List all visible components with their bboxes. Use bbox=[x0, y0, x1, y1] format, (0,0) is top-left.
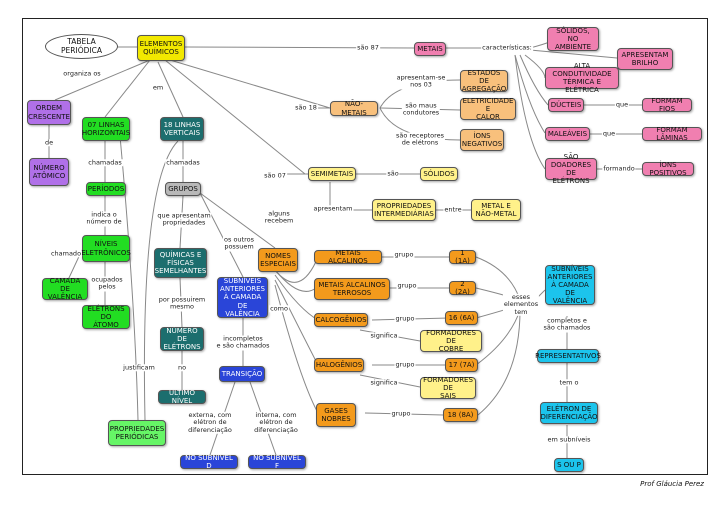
label-caracteristicas: características: bbox=[481, 43, 533, 52]
node-ordem-crescente: ORDEM CRESCENTE bbox=[27, 100, 71, 125]
node-formadores-sais: FORMADORES DE SAIS bbox=[420, 376, 476, 400]
label-em-subniveis: em subníveis bbox=[546, 435, 592, 444]
label-incompletos: incompletos e são chamados bbox=[215, 334, 271, 351]
label-receptores: são receptores de elétrons bbox=[394, 131, 446, 148]
label-apresentam: apresentam bbox=[312, 204, 354, 213]
label-indica: indica o número de bbox=[85, 210, 123, 227]
label-entre: entre bbox=[443, 205, 463, 214]
label-como: como bbox=[269, 304, 289, 313]
node-ions-positivos: ÍONS POSITIVOS bbox=[642, 161, 694, 177]
label-alguns: alguns recebem bbox=[263, 209, 295, 226]
node-subnivel-f: NO SUBNÍVEL F bbox=[248, 454, 306, 470]
node-grupo-1: 1 (1A) bbox=[449, 249, 476, 265]
node-grupo-16: 16 (6A) bbox=[445, 311, 478, 325]
node-metais: METAIS bbox=[414, 42, 446, 56]
node-maleaveis: MALEÁVEIS bbox=[545, 127, 590, 141]
node-representativos: REPRESENTATIVOS bbox=[535, 349, 601, 363]
label-interna: interna, com elétron de diferenciação bbox=[253, 410, 299, 435]
label-por-possuirem: por possuirem mesmo bbox=[157, 295, 207, 312]
label-os-outros: os outros possuem bbox=[223, 235, 255, 252]
node-elementos-quimicos: ELEMENTOS QUÍMICOS bbox=[137, 35, 185, 61]
label-formando: formando bbox=[602, 164, 636, 173]
label-grupo-4: grupo bbox=[394, 360, 416, 369]
label-sao: são bbox=[386, 169, 400, 178]
node-eletricidade-calor: ELETRICIDADE E CALOR bbox=[460, 97, 516, 121]
node-nomes-especiais: NOMES ESPECIAIS bbox=[258, 248, 298, 272]
label-que-apresentam: que apresentam propriedades bbox=[156, 211, 212, 228]
node-grupos: GRUPOS bbox=[165, 182, 201, 196]
node-apresentam-brilho: APRESENTAM BRILHO bbox=[617, 48, 673, 70]
node-formam-laminas: FORMAM LÂMINAS bbox=[642, 126, 702, 142]
node-solidos-semimetais: SÓLIDOS bbox=[420, 167, 458, 181]
node-ducteis: DÚCTEIS bbox=[548, 98, 584, 112]
node-estados-agregacao: ESTADOS DE AGREGAÇÃO bbox=[460, 68, 508, 94]
node-s-ou-p: S OU P bbox=[554, 458, 584, 472]
label-maus-condutores: são maus condutores bbox=[401, 101, 441, 118]
node-eletrons-atomo: ELÉTRONS DO ÁTOMO bbox=[82, 305, 130, 329]
label-em: em bbox=[151, 83, 165, 92]
label-apresentam-se: apresentam-se nos 03 bbox=[395, 73, 447, 90]
node-tabela-periodica: TABELA PERIÓDICA bbox=[45, 34, 118, 59]
label-grupo-5: grupo bbox=[390, 409, 412, 418]
node-numero-eletrons: NÚMERO DE ELÉTRONS bbox=[160, 327, 204, 351]
node-transicao: TRANSIÇÃO bbox=[219, 366, 265, 382]
node-periodos: PERÍODOS bbox=[86, 182, 126, 196]
node-niveis-eletronicos: NÍVEIS ELETRÔNICOS bbox=[81, 235, 131, 262]
node-ions-negativos: ÍONS NEGATIVOS bbox=[460, 129, 504, 151]
node-eletron-diferenciacao: ELÉTRON DE DIFERENCIAÇÃO bbox=[540, 402, 598, 424]
label-chamadas-2: chamadas bbox=[165, 158, 201, 167]
node-nao-metais: NÃO-METAIS bbox=[330, 100, 378, 117]
label-chamado: chamado bbox=[49, 249, 83, 258]
node-alcalinos-terrosos: METAIS ALCALINOS TERROSOS bbox=[314, 278, 390, 300]
node-ultimo-nivel: ÚLTIMO NÍVEL bbox=[158, 389, 206, 405]
node-subniveis-anteriores: SUBNÍVEIS ANTERIORES À CAMADA DE VALÊNCI… bbox=[217, 277, 268, 318]
node-quimicas-fisicas: QUÍMICAS E FÍSICAS SEMELHANTES bbox=[154, 248, 207, 278]
label-que-2: que bbox=[601, 129, 617, 138]
label-completos: completos e são chamados bbox=[542, 316, 592, 333]
label-significa-1: significa bbox=[369, 331, 399, 340]
label-tem-o: tem o bbox=[558, 378, 580, 387]
label-ocupados: ocupados pelos bbox=[90, 275, 124, 292]
node-grupo-17: 17 (7A) bbox=[445, 358, 478, 372]
node-solidos-ambiente: SÓLIDOS, NO AMBIENTE bbox=[547, 27, 599, 51]
label-grupo-1: grupo bbox=[393, 250, 415, 259]
node-halogenios: HALOGÊNIOS bbox=[314, 358, 364, 372]
node-metais-alcalinos: METAIS ALCALINOS bbox=[314, 249, 382, 265]
node-propriedades-periodicas: PROPRIEDADES PERIÓDICAS bbox=[108, 420, 166, 446]
label-sao-07: são 07 bbox=[263, 171, 287, 180]
node-calcogenios: CALCOGÊNIOS bbox=[314, 313, 368, 327]
author-credit: Prof Gláucia Perez bbox=[640, 480, 704, 488]
label-que-1: que bbox=[614, 100, 630, 109]
label-chamadas-1: chamadas bbox=[87, 158, 123, 167]
node-propriedades-intermediarias: PROPRIEDADES INTERMEDIÁRIAS bbox=[372, 199, 436, 221]
node-07-linhas: 07 LINHAS HORIZONTAIS bbox=[82, 117, 130, 141]
label-organiza: organiza os bbox=[62, 69, 102, 78]
label-esses-elementos: esses elementos tem bbox=[502, 292, 540, 317]
node-numero-atomico: NÚMERO ATÔMICO bbox=[29, 158, 69, 186]
label-grupo-2: grupo bbox=[396, 281, 418, 290]
node-formam-fios: FORMAM FIOS bbox=[642, 97, 692, 113]
label-sao-87: são 87 bbox=[356, 43, 380, 52]
node-alta-condutividade: ALTA CONDUTIVIDADE TÉRMICA E ELÉTRICA bbox=[545, 62, 619, 94]
node-grupo-2: 2 (2A) bbox=[449, 280, 476, 296]
node-semimetais: SEMIMETAIS bbox=[308, 167, 356, 181]
label-no: no bbox=[176, 363, 188, 372]
node-metal-nao-metal: METAL E NÃO-METAL bbox=[471, 199, 521, 221]
node-grupo-18: 18 (8A) bbox=[443, 408, 478, 422]
node-18-linhas: 18 LINHAS VERTICAIS bbox=[160, 117, 204, 141]
label-significa-2: significa bbox=[369, 378, 399, 387]
label-externa: externa, com elétron de diferenciação bbox=[187, 410, 233, 435]
node-subnivel-d: NO SUBNÍVEL D bbox=[180, 454, 238, 470]
label-justificam: justificam bbox=[122, 363, 156, 372]
label-sao-18: são 18 bbox=[294, 103, 318, 112]
node-formadores-cobre: FORMADORES DE COBRE bbox=[420, 329, 482, 353]
label-de: de bbox=[43, 138, 55, 147]
node-camada-valencia: CAMADA DE VALÊNCIA bbox=[42, 277, 88, 301]
node-subniveis-anteriores-2: SUBNÍVEIS ANTERIORES À CAMADA DE VALÊNCI… bbox=[545, 265, 595, 305]
node-gases-nobres: GASES NOBRES bbox=[316, 403, 356, 427]
node-doadores-eletrons: SÃO DOADORES DE ELÉTRONS bbox=[545, 153, 597, 185]
label-grupo-3: grupo bbox=[394, 314, 416, 323]
